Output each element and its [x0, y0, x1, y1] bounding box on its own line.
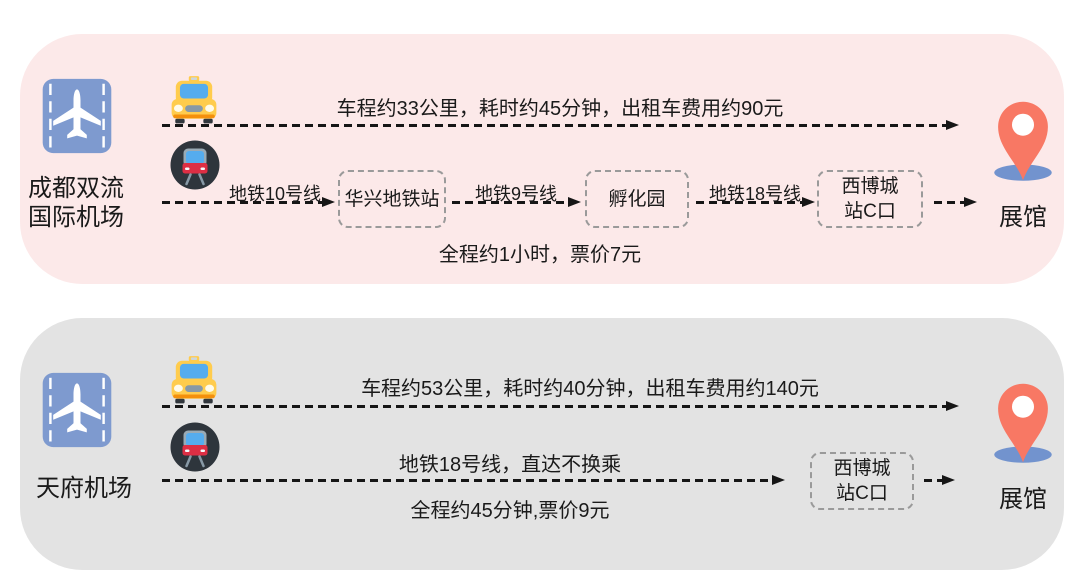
metro-leg3-arrowhead-icon: [802, 197, 815, 207]
final-leg-dashed-line: [924, 479, 942, 482]
taxi-dashed-line: [162, 124, 946, 127]
metro-leg2-label: 地铁9号线: [474, 184, 557, 204]
metro-line-label: 地铁18号线，直达不换乘: [398, 454, 622, 476]
destination-label: 展馆: [999, 486, 1047, 513]
station-box-fuhuayuan: 孵化园: [585, 170, 689, 228]
taxi-route-info: 车程约53公里，耗时约40分钟，出租车费用约140元: [361, 378, 819, 400]
taxi-dashed-line: [162, 405, 946, 408]
taxi-icon: [171, 356, 217, 404]
taxi-arrowhead-icon: [946, 401, 959, 411]
taxi-icon: [171, 76, 217, 124]
metro-dashed-line: [162, 479, 772, 482]
airport-name: 天府机场: [36, 475, 132, 502]
station-box-huaxing: 华兴地铁站: [338, 170, 446, 228]
station-label-line2: 站C口: [836, 483, 888, 504]
location-pin-icon: [994, 101, 1052, 181]
station-box-xibocheng: 西博城 站C口: [817, 170, 923, 228]
airport-icon: [42, 78, 112, 154]
station-label-line1: 西博城: [833, 458, 891, 479]
final-leg-arrowhead-icon: [964, 197, 977, 207]
metro-leg3-label: 地铁18号线: [708, 184, 802, 204]
metro-summary: 全程约45分钟,票价9元: [410, 500, 610, 522]
station-label: 孵化园: [608, 188, 666, 210]
airport-name-line1: 成都双流: [28, 175, 124, 202]
metro-leg1-dashed-line: [162, 201, 322, 204]
metro-leg3-dashed-line: [696, 201, 802, 204]
location-pin-icon: [994, 383, 1052, 463]
airport-name: 成都双流 国际机场: [20, 174, 132, 232]
panel-shuangliu-route: 成都双流 国际机场 车程约33公里，耗时约45分钟，出租车费用约90元: [20, 34, 1064, 284]
metro-icon: [170, 422, 220, 472]
metro-leg2-arrowhead-icon: [568, 197, 581, 207]
airport-name-line2: 国际机场: [28, 204, 124, 231]
metro-summary: 全程约1小时，票价7元: [438, 244, 642, 266]
panel-tianfu-route: 天府机场 车程约53公里，耗时约40分钟，出租车费用约140元: [20, 318, 1064, 570]
station-label: 华兴地铁站: [344, 188, 440, 210]
station-label-line2: 站C口: [844, 201, 896, 222]
airport-icon: [42, 372, 112, 448]
metro-leg1-label: 地铁10号线: [228, 184, 322, 204]
final-leg-dashed-line: [934, 201, 964, 204]
metro-leg2-dashed-line: [452, 201, 568, 204]
final-leg-arrowhead-icon: [942, 475, 955, 485]
metro-leg1-arrowhead-icon: [322, 197, 335, 207]
destination-label: 展馆: [999, 204, 1047, 231]
station-label-line1: 西博城: [841, 176, 899, 197]
metro-arrowhead-icon: [772, 475, 785, 485]
taxi-route-info: 车程约33公里，耗时约45分钟，出租车费用约90元: [336, 98, 784, 120]
station-box-xibocheng: 西博城 站C口: [810, 452, 914, 510]
taxi-arrowhead-icon: [946, 120, 959, 130]
metro-icon: [170, 140, 220, 190]
